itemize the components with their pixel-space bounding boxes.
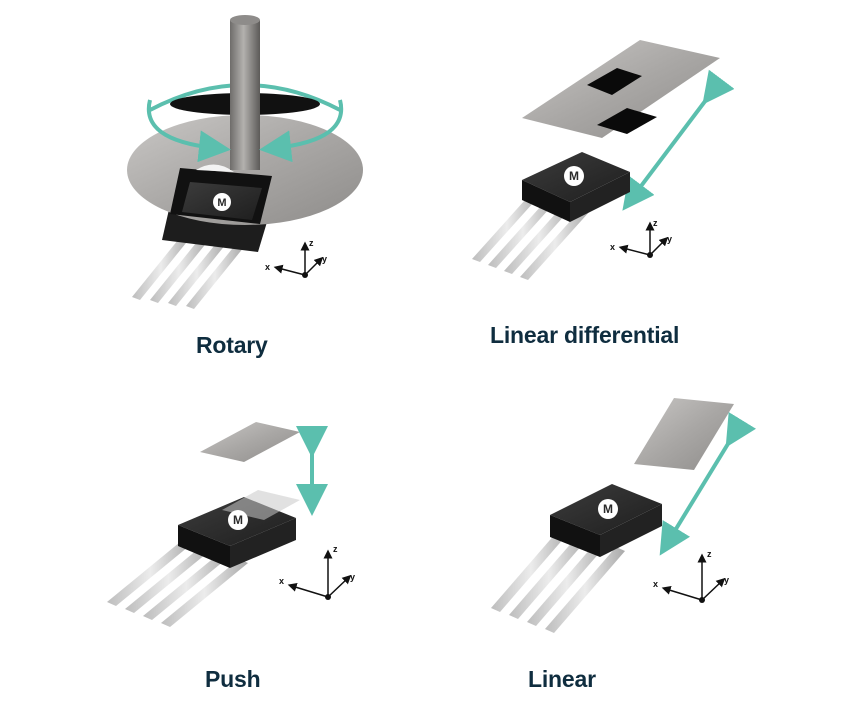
caption-rotary: Rotary xyxy=(196,332,268,358)
axis-triad-icon: z y x xyxy=(610,218,672,258)
panel-push: M z y x Push xyxy=(0,360,422,711)
svg-text:M: M xyxy=(603,502,613,516)
rotary-shaft xyxy=(230,20,260,170)
svg-text:z: z xyxy=(707,549,712,559)
metal-plate xyxy=(200,422,300,462)
svg-text:x: x xyxy=(653,579,658,589)
svg-text:M: M xyxy=(217,197,226,209)
svg-text:z: z xyxy=(333,544,338,554)
push-illustration: M z y x xyxy=(107,422,355,627)
panel-rotary: M z y x Rotary xyxy=(0,0,422,360)
chip-leads xyxy=(107,538,248,627)
chip-leads xyxy=(132,235,244,309)
linear-illustration: M z y x xyxy=(491,398,756,633)
svg-text:x: x xyxy=(265,262,270,272)
double-arrow-icon xyxy=(622,69,735,211)
panel-linear-differential: M z y x Linear differential xyxy=(422,0,845,360)
svg-text:M: M xyxy=(233,513,243,527)
svg-text:y: y xyxy=(667,234,672,244)
rotary-illustration: M z y x xyxy=(127,15,363,309)
chip-logo-icon xyxy=(598,499,618,519)
rotation-arrow-icon-right xyxy=(259,99,344,163)
chip-leads xyxy=(491,526,625,633)
panel-linear: M z y x Linear xyxy=(422,360,845,711)
svg-text:z: z xyxy=(309,238,314,248)
svg-text:y: y xyxy=(322,254,327,264)
chip-leads xyxy=(472,190,590,280)
linear-differential-illustration: M z y x xyxy=(472,40,735,280)
rotation-arrow-icon xyxy=(146,99,231,163)
svg-text:z: z xyxy=(653,218,658,228)
double-arrow-icon xyxy=(659,412,756,556)
svg-text:M: M xyxy=(569,169,579,183)
svg-text:x: x xyxy=(279,576,284,586)
axis-triad-icon: z y x xyxy=(265,238,327,278)
svg-text:x: x xyxy=(610,242,615,252)
svg-text:y: y xyxy=(350,572,355,582)
chip-logo-icon xyxy=(564,166,584,186)
axis-triad-icon: z y x xyxy=(653,549,729,603)
axis-triad-icon: z y x xyxy=(279,544,355,600)
chip-logo-icon xyxy=(228,510,248,530)
svg-text:y: y xyxy=(724,575,729,585)
caption-linear-differential: Linear differential xyxy=(490,322,680,348)
caption-linear: Linear xyxy=(528,666,596,692)
caption-push: Push xyxy=(205,666,261,692)
chip-logo-icon xyxy=(213,193,231,211)
